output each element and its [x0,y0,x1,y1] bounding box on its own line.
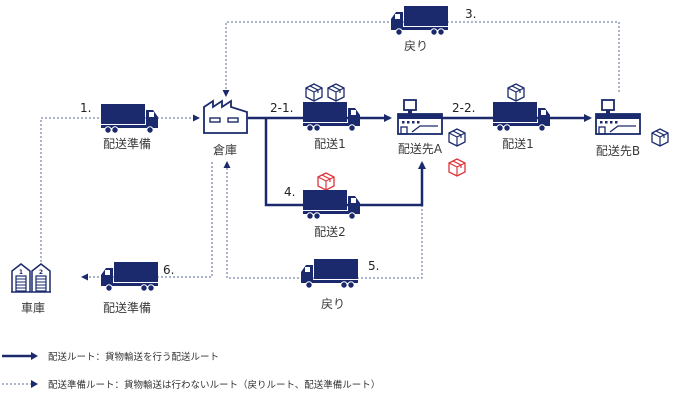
truck-icon [302,101,361,132]
step-number: 2-1. [270,101,293,115]
truck-step-4: 4. 配送2 [284,172,361,239]
box-icon [327,83,345,102]
dashed-arrow-icon [2,380,38,388]
truck-step-1: 1. 配送準備 [80,101,159,151]
store-icon [397,99,443,135]
route-1-line [40,114,200,262]
truck-icon [302,189,361,220]
truck-label: 戻り [321,297,345,311]
step-number: 4. [284,185,295,199]
box-icon [448,128,466,147]
truck-label: 配送準備 [103,136,151,151]
garage-icon: 1 2 [11,263,51,293]
solid-arrow-icon [2,352,38,360]
store-icon [595,99,641,135]
red-box-icon [317,172,335,191]
box-icon [651,128,669,147]
dest-a-node: 配送先A [397,99,466,177]
truck-icon [492,101,551,132]
truck-step-2-1: 2-1. 配送1 [270,83,361,151]
truck-label: 配送1 [502,136,534,151]
truck-icon [300,258,359,289]
garage-door-2: 2 [39,269,43,276]
legend-solid-text: 配送ルート：貨物輸送を行う配送ルート [48,352,220,363]
step-number: 6. [163,263,174,277]
garage-label: 車庫 [21,301,45,315]
truck-label: 戻り [404,39,428,53]
route-6-line [81,162,213,281]
warehouse-node: 倉庫 [203,99,248,157]
route-3-line [222,21,620,97]
step-number: 1. [80,101,91,115]
legend-dashed: 配送準備ルート：貨物輸送は行わないルート（戻りルート、配送準備ルート） [0,377,380,391]
step-number: 5. [368,259,379,273]
box-icon [305,83,323,102]
truck-step-6: 6. 配送準備 [100,261,174,315]
warehouse-label: 倉庫 [213,142,237,157]
truck-icon [100,261,159,292]
truck-icon [390,5,449,36]
truck-step-2-2: 2-2. 配送1 [452,83,551,151]
truck-label: 配送1 [314,136,346,151]
truck-step-3: 2-2. 3. 戻り [390,5,476,53]
dest-b-node: 配送先B [595,99,669,158]
dest-b-label: 配送先B [596,143,640,158]
factory-icon [203,99,248,134]
garage-door-1: 1 [19,269,23,276]
red-box-icon [448,158,466,177]
truck-icon [100,103,159,134]
truck-step-5: 5. 戻り [300,258,379,311]
truck-label: 配送2 [314,224,346,239]
truck-label: 配送準備 [103,300,151,315]
dest-a-label: 配送先A [398,141,443,156]
legend-solid: 配送ルート：貨物輸送を行う配送ルート [0,349,219,363]
garage-node: 1 2 車庫 [11,263,51,315]
step-number: 2-2. [452,101,475,115]
box-icon [507,83,525,102]
legend-dashed-text: 配送準備ルート：貨物輸送は行わないルート（戻りルート、配送準備ルート） [48,380,381,391]
step-number: 3. [465,7,476,21]
route-5-line [223,161,423,279]
